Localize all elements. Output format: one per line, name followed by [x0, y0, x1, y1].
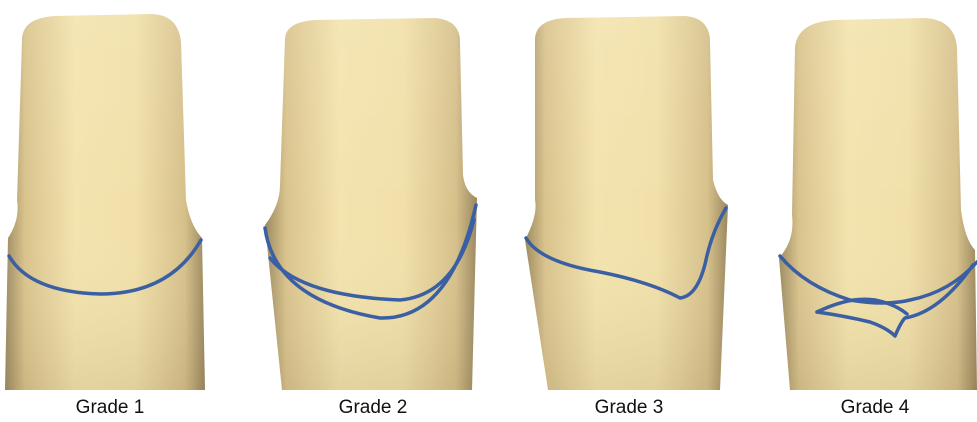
- tooth-model-grade-1: [0, 0, 220, 395]
- caption-grade-3: Grade 3: [529, 397, 729, 419]
- caption-grade-1: Grade 1: [10, 397, 210, 419]
- tooth-model-grade-2: [260, 0, 480, 395]
- caption-grade-2: Grade 2: [273, 397, 473, 419]
- tooth-model-grade-3: [520, 0, 740, 395]
- tooth-model-grade-4: [775, 0, 977, 395]
- caption-grade-4: Grade 4: [775, 397, 975, 419]
